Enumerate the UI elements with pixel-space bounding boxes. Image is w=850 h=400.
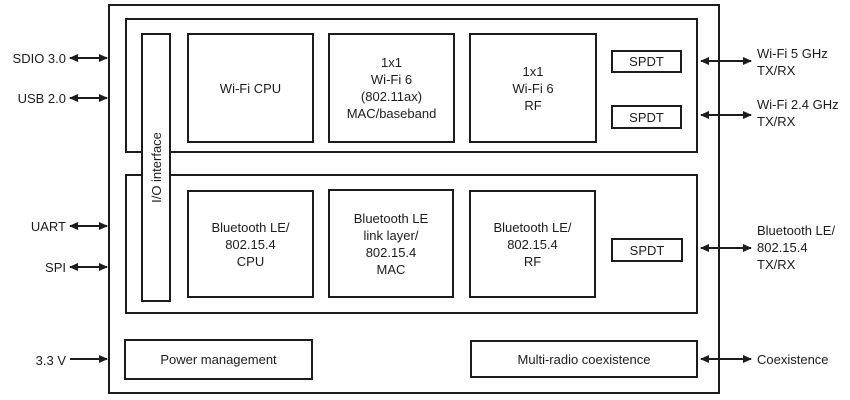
bt-link-layer-mac-block: Bluetooth LE link layer/ 802.15.4 MAC <box>328 189 454 298</box>
spdt-bt-label: SPDT <box>629 242 665 258</box>
wifi-cpu-label: Wi-Fi CPU <box>219 80 282 96</box>
power-management-block: Power management <box>124 339 313 380</box>
port-label-spi: SPI <box>45 260 66 275</box>
port-label-wifi-24ghz: Wi-Fi 2.4 GHz TX/RX <box>757 97 839 129</box>
spdt-bt-block: SPDT <box>611 238 683 262</box>
spdt-5ghz-label: SPDT <box>629 54 664 69</box>
spdt-24ghz-label: SPDT <box>629 109 664 125</box>
port-label-uart: UART <box>30 219 66 234</box>
multi-radio-coexistence-block: Multi-radio coexistence <box>470 340 698 378</box>
3v3-supply-arrow-icon <box>70 355 108 363</box>
spdt-5ghz-block: SPDT <box>611 50 682 73</box>
port-label-3v3: 3.3 V <box>35 353 66 368</box>
bt-cpu-label: Bluetooth LE/ 802.15.4 CPU <box>211 219 290 269</box>
wifi-rf-label: 1x1 Wi-Fi 6 RF <box>512 63 554 113</box>
bt-link-layer-mac-label: Bluetooth LE link layer/ 802.15.4 MAC <box>353 210 429 277</box>
usb-bidirectional-arrow-icon <box>69 94 108 102</box>
wifi-5ghz-bidirectional-arrow-icon <box>700 57 752 65</box>
port-label-wifi-5ghz: Wi-Fi 5 GHz TX/RX <box>757 46 828 78</box>
uart-bidirectional-arrow-icon <box>69 222 108 230</box>
wifi-cpu-block: Wi-Fi CPU <box>187 33 314 143</box>
port-label-usb: USB 2.0 <box>17 91 66 106</box>
spi-bidirectional-arrow-icon <box>69 263 108 271</box>
wifi-mac-baseband-block: 1x1 Wi-Fi 6 (802.11ax) MAC/baseband <box>328 33 455 143</box>
multi-radio-coexistence-label: Multi-radio coexistence <box>517 351 651 367</box>
port-label-bt-txrx: Bluetooth LE/ 802.15.4 TX/RX <box>757 223 836 272</box>
bt-rf-block: Bluetooth LE/ 802.15.4 RF <box>469 190 596 298</box>
io-interface-label: I/O interface <box>148 132 164 203</box>
io-interface-block: I/O interface <box>141 33 171 302</box>
power-management-label: Power management <box>160 352 277 367</box>
spdt-24ghz-block: SPDT <box>611 105 682 129</box>
port-label-sdio: SDIO 3.0 <box>12 51 66 66</box>
wifi-rf-block: 1x1 Wi-Fi 6 RF <box>469 33 597 143</box>
bt-bidirectional-arrow-icon <box>700 244 752 252</box>
bt-cpu-block: Bluetooth LE/ 802.15.4 CPU <box>187 190 314 298</box>
coexistence-bidirectional-arrow-icon <box>700 355 752 363</box>
wifi-24ghz-bidirectional-arrow-icon <box>700 111 752 119</box>
sdio-bidirectional-arrow-icon <box>69 54 108 62</box>
wifi-mac-baseband-label: 1x1 Wi-Fi 6 (802.11ax) MAC/baseband <box>346 55 437 121</box>
port-label-coexistence: Coexistence <box>757 352 829 367</box>
bt-rf-label: Bluetooth LE/ 802.15.4 RF <box>493 219 572 269</box>
